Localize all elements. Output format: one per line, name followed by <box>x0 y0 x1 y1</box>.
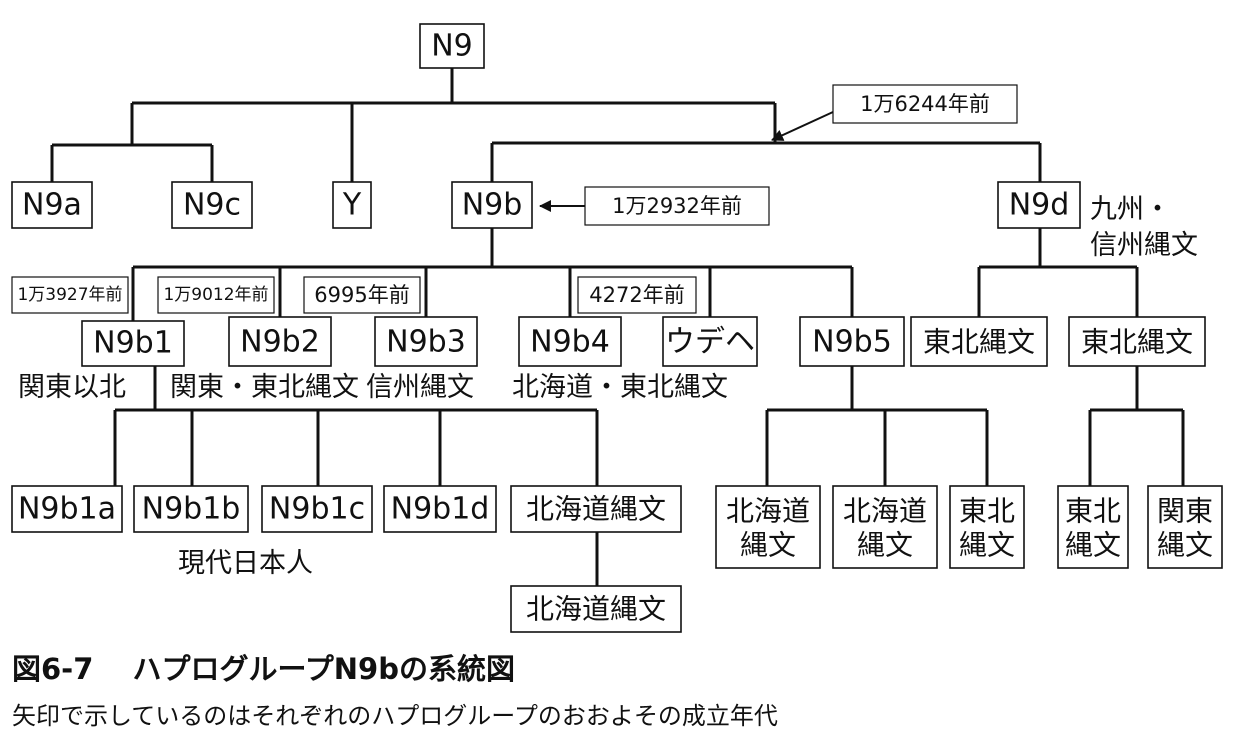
node-n9: N9 <box>419 23 485 69</box>
svg-text:Y: Y <box>342 188 362 223</box>
node-n9d2-child1: 東北 縄文 <box>1057 485 1129 569</box>
node-n9b5: N9b5 <box>799 316 905 367</box>
edge-n9b-children <box>131 228 854 321</box>
node-n9a: N9a <box>11 181 93 229</box>
node-n9b1: N9b1 <box>81 320 185 367</box>
svg-text:N9c: N9c <box>183 188 241 223</box>
svg-text:N9b1b: N9b1b <box>142 492 241 527</box>
figure-title: 図6-7 ハプログループN9bの系統図 <box>12 652 515 686</box>
tree-edges <box>50 68 1185 586</box>
edge-to-n9a-n9c <box>50 103 214 182</box>
date-tag-split: 1万6244年前 <box>832 84 1018 124</box>
date-tag-n9b1: 1万3927年前 <box>11 276 129 314</box>
node-n9d2-child2: 関東 縄文 <box>1147 485 1223 569</box>
arrow-split-date <box>771 111 834 141</box>
node-hokkaido-jomon-2: 北海道縄文 <box>510 585 682 633</box>
node-n9b2: N9b2 <box>228 316 332 367</box>
label-n9b3-region: 信州縄文 <box>366 372 474 403</box>
date-tag-n9b: 1万2932年前 <box>584 186 770 226</box>
node-n9b1d: N9b1d <box>383 485 497 533</box>
svg-text:N9: N9 <box>431 29 473 64</box>
label-n9b4-region: 北海道・東北縄文 <box>512 372 728 403</box>
node-n9b: N9b <box>451 181 533 229</box>
svg-text:N9b1: N9b1 <box>93 326 173 361</box>
label-n9b1-region: 関東以北 <box>18 372 126 403</box>
label-modern-japanese: 現代日本人 <box>178 548 313 579</box>
node-n9b5-child3: 東北 縄文 <box>949 485 1025 569</box>
svg-text:N9b1d: N9b1d <box>391 492 490 527</box>
svg-text:北海道: 北海道 <box>726 495 810 528</box>
node-n9c: N9c <box>171 181 253 229</box>
svg-text:東北: 東北 <box>959 495 1015 528</box>
svg-text:縄文: 縄文 <box>1157 529 1213 562</box>
svg-text:N9a: N9a <box>22 188 82 223</box>
node-n9b1a: N9b1a <box>11 485 123 533</box>
node-n9d-child1: 東北縄文 <box>910 316 1048 367</box>
svg-text:東北: 東北 <box>1065 495 1121 528</box>
svg-text:N9b3: N9b3 <box>386 325 466 360</box>
label-n9b2-region: 関東・東北縄文 <box>170 372 359 403</box>
svg-text:縄文: 縄文 <box>959 529 1015 562</box>
svg-text:N9d: N9d <box>1009 188 1070 223</box>
svg-text:N9b4: N9b4 <box>530 325 610 360</box>
edge-n9b1-children <box>113 366 599 486</box>
node-n9b1c: N9b1c <box>261 485 373 533</box>
svg-text:東北縄文: 東北縄文 <box>923 326 1035 359</box>
svg-text:縄文: 縄文 <box>857 529 913 562</box>
svg-text:1万2932年前: 1万2932年前 <box>612 194 742 218</box>
svg-text:1万6244年前: 1万6244年前 <box>860 92 990 116</box>
svg-text:6995年前: 6995年前 <box>314 283 409 307</box>
svg-text:N9b5: N9b5 <box>812 325 892 360</box>
node-n9b5-child1: 北海道 縄文 <box>715 485 821 569</box>
node-n9d-child2: 東北縄文 <box>1068 316 1206 367</box>
node-n9b4: N9b4 <box>518 316 622 367</box>
svg-text:1万3927年前: 1万3927年前 <box>17 285 122 305</box>
date-arrows <box>539 111 834 212</box>
svg-text:N9b2: N9b2 <box>240 325 320 360</box>
date-tag-n9b2: 1万9012年前 <box>157 276 275 314</box>
figure-caption: 矢印で示しているのはそれぞれのハプログループのおおよその成立年代 <box>12 702 778 730</box>
svg-text:N9b: N9b <box>462 188 523 223</box>
svg-text:東北縄文: 東北縄文 <box>1081 326 1193 359</box>
edge-n9b5-children <box>765 366 989 486</box>
edge-to-n9b-n9d-bar <box>490 103 1042 182</box>
svg-text:北海道: 北海道 <box>843 495 927 528</box>
node-n9b1b: N9b1b <box>133 485 249 533</box>
svg-text:N9b1a: N9b1a <box>18 492 116 527</box>
node-udehe: ウデヘ <box>662 316 758 367</box>
node-hokkaido-jomon-1: 北海道縄文 <box>510 485 682 533</box>
svg-text:4272年前: 4272年前 <box>589 283 684 307</box>
node-n9d: N9d <box>997 181 1081 229</box>
node-n9b3: N9b3 <box>374 316 478 367</box>
node-y: Y <box>332 181 372 229</box>
svg-text:関東: 関東 <box>1157 495 1213 528</box>
svg-text:ウデヘ: ウデヘ <box>665 325 755 360</box>
svg-text:N9b1c: N9b1c <box>269 492 365 527</box>
svg-text:北海道縄文: 北海道縄文 <box>526 493 666 526</box>
edge-n9d-children <box>977 228 1139 317</box>
svg-text:北海道縄文: 北海道縄文 <box>526 593 666 626</box>
node-n9b5-child2: 北海道 縄文 <box>832 485 938 569</box>
date-tag-n9b3: 6995年前 <box>303 276 421 314</box>
svg-text:縄文: 縄文 <box>740 529 796 562</box>
svg-text:縄文: 縄文 <box>1065 529 1121 562</box>
label-n9d-region-line2: 信州縄文 <box>1090 230 1198 261</box>
svg-text:1万9012年前: 1万9012年前 <box>163 285 268 305</box>
edge-n9d2-children <box>1088 366 1185 486</box>
label-n9d-region-line1: 九州・ <box>1090 194 1171 225</box>
date-tag-n9b4: 4272年前 <box>577 276 697 314</box>
